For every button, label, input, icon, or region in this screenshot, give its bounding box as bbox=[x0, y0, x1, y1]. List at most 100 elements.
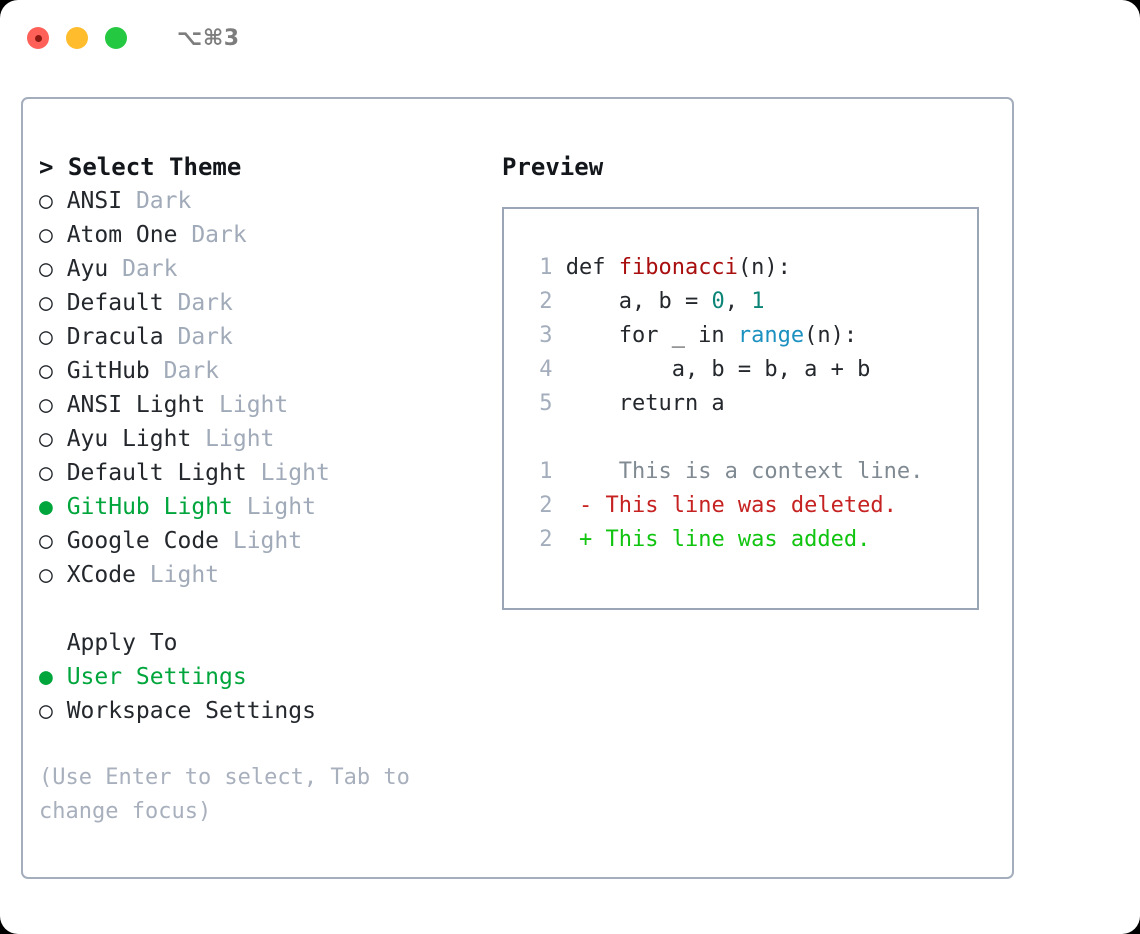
apply-to-option-workspace-settings[interactable]: ○ Workspace Settings bbox=[39, 694, 489, 728]
theme-option-tag: Dark bbox=[163, 358, 220, 384]
theme-option-default-light[interactable]: ○ Default Light Light bbox=[39, 456, 489, 490]
diff-marker-icon: + bbox=[578, 527, 593, 552]
radio-unselected-icon: ○ bbox=[39, 324, 53, 350]
code-token-plain: def bbox=[565, 255, 619, 280]
theme-option-tag: Dark bbox=[177, 324, 233, 350]
theme-picker-column: > Select Theme ○ ANSI Dark○ Atom One Dar… bbox=[39, 150, 489, 829]
theme-option-xcode[interactable]: ○ XCode Light bbox=[39, 558, 489, 592]
theme-option-name: Default bbox=[52, 290, 178, 316]
theme-option-github-light[interactable]: ● GitHub Light Light bbox=[39, 490, 489, 524]
select-theme-header: > Select Theme bbox=[39, 150, 489, 184]
diff-line-number: 2 bbox=[539, 493, 553, 518]
theme-option-ayu-light[interactable]: ○ Ayu Light Light bbox=[39, 422, 489, 456]
traffic-light-group bbox=[27, 27, 127, 49]
diff-line-text: This is a context line. bbox=[592, 459, 924, 484]
apply-to-header-label: Apply To bbox=[66, 630, 178, 656]
theme-option-name: ANSI Light bbox=[52, 392, 220, 418]
theme-option-github[interactable]: ○ GitHub Dark bbox=[39, 354, 489, 388]
theme-option-name: GitHub bbox=[52, 358, 164, 384]
theme-option-ayu[interactable]: ○ Ayu Dark bbox=[39, 252, 489, 286]
code-line: 5 return a bbox=[526, 387, 977, 421]
theme-option-tag: Dark bbox=[191, 222, 247, 248]
keyboard-shortcut-label: ⌥⌘3 bbox=[177, 25, 240, 51]
radio-unselected-icon: ○ bbox=[39, 562, 53, 588]
code-token-num: 1 bbox=[751, 289, 765, 314]
radio-selected-icon: ● bbox=[39, 494, 53, 520]
preview-column: Preview 1 def fibonacci(n):2 a, b = 0, 1… bbox=[502, 150, 992, 610]
diff-marker-icon bbox=[579, 459, 592, 484]
radio-unselected-icon: ○ bbox=[39, 426, 53, 452]
close-window-button[interactable] bbox=[27, 27, 49, 49]
theme-option-name: XCode bbox=[52, 562, 150, 588]
main-panel: > Select Theme ○ ANSI Dark○ Atom One Dar… bbox=[21, 97, 1014, 879]
code-token-call: range bbox=[737, 323, 805, 348]
code-line-number: 3 bbox=[539, 323, 553, 348]
title-bar: ⌥⌘3 bbox=[0, 0, 1140, 76]
diff-line-text: This line was deleted. bbox=[592, 493, 897, 518]
diff-line-deleted: 2 - This line was deleted. bbox=[526, 489, 977, 523]
code-token-fn: fibonacci bbox=[618, 255, 738, 280]
theme-option-default[interactable]: ○ Default Dark bbox=[39, 286, 489, 320]
theme-option-tag: Dark bbox=[177, 290, 233, 316]
apply-to-option-list: ● User Settings○ Workspace Settings bbox=[39, 660, 489, 728]
theme-option-google-code[interactable]: ○ Google Code Light bbox=[39, 524, 489, 558]
apply-to-header: Apply To bbox=[39, 626, 489, 660]
code-line-number: 4 bbox=[539, 357, 553, 382]
theme-option-tag: Light bbox=[260, 460, 330, 486]
radio-unselected-icon: ○ bbox=[39, 392, 53, 418]
diff-line-number: 1 bbox=[539, 459, 553, 484]
radio-unselected-icon: ○ bbox=[39, 528, 53, 554]
theme-option-tag: Light bbox=[219, 392, 289, 418]
theme-option-tag: Light bbox=[205, 426, 275, 452]
diff-sample-block: 1 This is a context line. 2 - This line w… bbox=[526, 455, 977, 557]
theme-option-ansi-light[interactable]: ○ ANSI Light Light bbox=[39, 388, 489, 422]
code-token-plain: , bbox=[724, 289, 752, 314]
radio-unselected-icon: ○ bbox=[39, 460, 53, 486]
theme-option-name: GitHub Light bbox=[52, 494, 247, 520]
theme-option-tag: Light bbox=[232, 528, 303, 554]
diff-line-added: 2 + This line was added. bbox=[526, 523, 977, 557]
zoom-window-button[interactable] bbox=[105, 27, 127, 49]
diff-line-text: This line was added. bbox=[592, 527, 871, 552]
theme-option-dracula[interactable]: ○ Dracula Dark bbox=[39, 320, 489, 354]
select-theme-header-label: Select Theme bbox=[67, 153, 242, 181]
code-token-plain: a, b = bbox=[565, 289, 712, 314]
theme-option-atom-one[interactable]: ○ Atom One Dark bbox=[39, 218, 489, 252]
code-diff-spacer bbox=[526, 421, 977, 455]
radio-unselected-icon: ○ bbox=[39, 256, 53, 282]
apply-to-option-name: Workspace Settings bbox=[52, 698, 316, 724]
theme-option-name: Default Light bbox=[52, 460, 261, 486]
radio-unselected-icon: ○ bbox=[39, 222, 53, 248]
theme-option-name: Atom One bbox=[52, 222, 192, 248]
radio-unselected-icon: ○ bbox=[39, 290, 53, 316]
keyboard-hint-text: (Use Enter to select, Tab to change focu… bbox=[39, 765, 410, 824]
code-line: 2 a, b = 0, 1 bbox=[526, 285, 977, 319]
apply-to-option-user-settings[interactable]: ● User Settings bbox=[39, 660, 489, 694]
code-token-num: 0 bbox=[711, 289, 725, 314]
theme-option-ansi[interactable]: ○ ANSI Dark bbox=[39, 184, 489, 218]
diff-line-number: 2 bbox=[539, 527, 553, 552]
minimize-window-button[interactable] bbox=[66, 27, 88, 49]
theme-option-name: Dracula bbox=[52, 324, 178, 350]
preview-title: Preview bbox=[502, 153, 604, 181]
apply-to-option-name: User Settings bbox=[52, 664, 247, 690]
code-token-plain: a, b = b, a + b bbox=[565, 357, 871, 382]
caret-prompt-icon: > bbox=[39, 153, 54, 181]
radio-unselected-icon: ○ bbox=[39, 358, 53, 384]
diff-marker-icon: - bbox=[578, 493, 593, 518]
code-line: 4 a, b = b, a + b bbox=[526, 353, 977, 387]
theme-option-tag: Light bbox=[149, 562, 220, 588]
radio-unselected-icon: ○ bbox=[39, 188, 53, 214]
code-token-plain: return a bbox=[565, 391, 725, 416]
theme-option-name: Ayu Light bbox=[52, 426, 206, 452]
theme-option-name: Ayu bbox=[52, 256, 123, 282]
theme-option-name: Google Code bbox=[52, 528, 233, 554]
code-line: 1 def fibonacci(n): bbox=[526, 251, 977, 285]
theme-option-tag: Dark bbox=[122, 256, 178, 282]
theme-option-list: ○ ANSI Dark○ Atom One Dark○ Ayu Dark○ De… bbox=[39, 184, 489, 592]
code-line-number: 5 bbox=[539, 391, 553, 416]
code-token-plain: (n): bbox=[804, 323, 858, 348]
